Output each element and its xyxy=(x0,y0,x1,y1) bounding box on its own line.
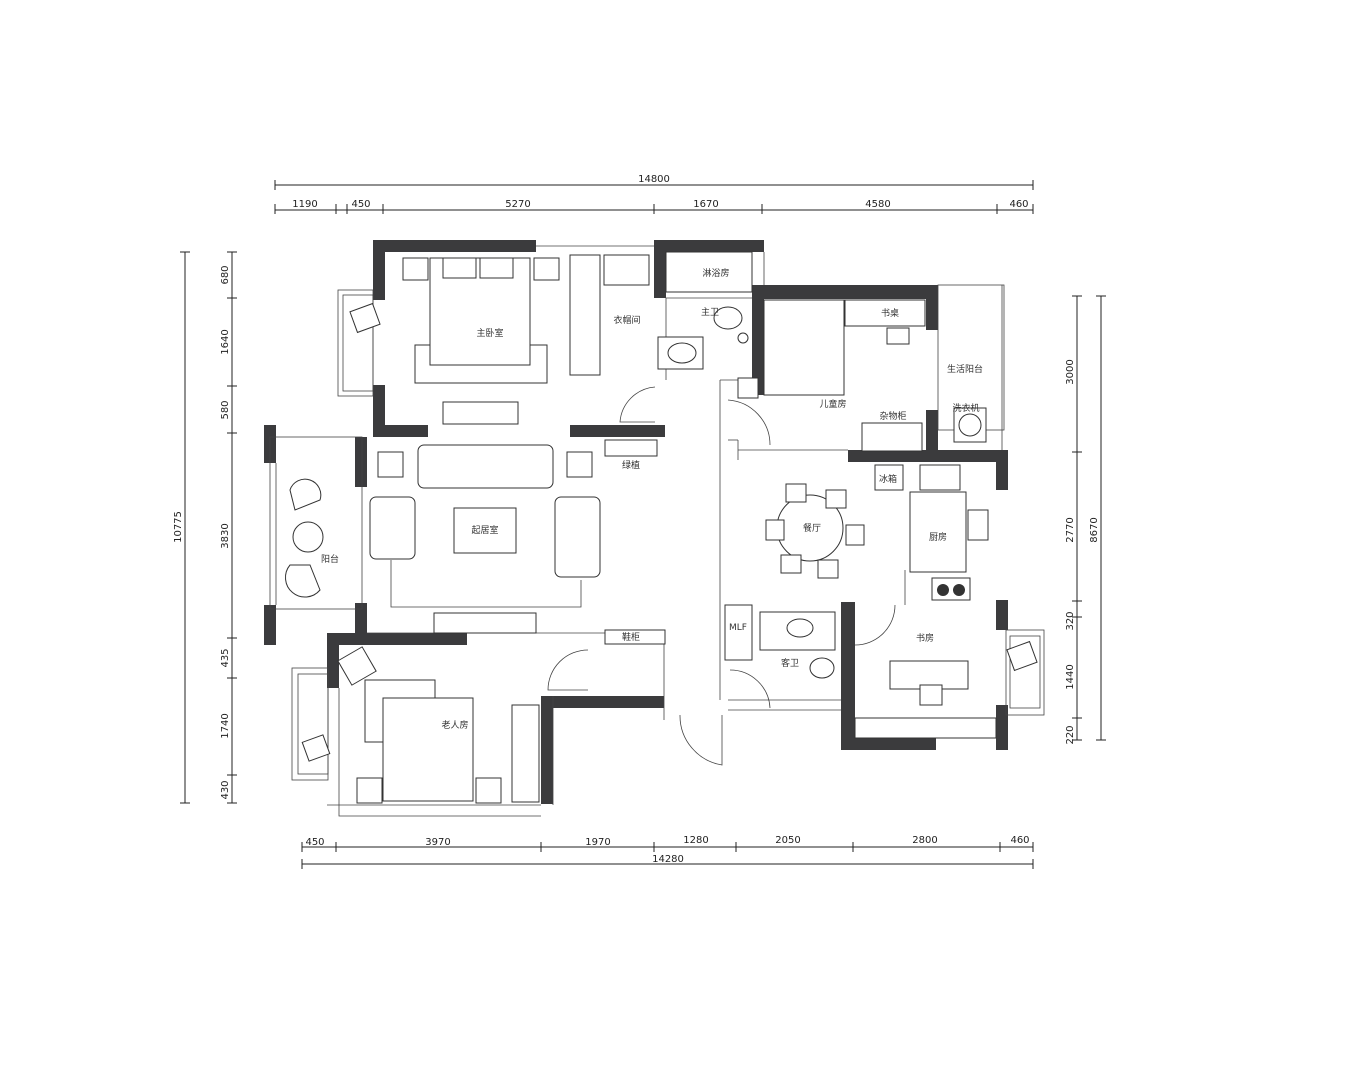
dim-right-2: 320 xyxy=(1065,611,1076,630)
dim-top-2: 5270 xyxy=(505,199,530,210)
dim-bottom-total: 14280 xyxy=(652,854,684,865)
dim-right-1: 2770 xyxy=(1065,517,1076,542)
dimension-top: 14800 1190 450 5270 1670 4580 460 xyxy=(274,174,1034,214)
dim-left-2: 580 xyxy=(220,400,231,419)
study-furniture xyxy=(889,660,969,706)
label-kids-room: 儿童房 xyxy=(819,398,846,410)
dim-right-0: 3000 xyxy=(1065,359,1076,384)
label-plant: 绿植 xyxy=(622,459,640,471)
dim-top-total: 14800 xyxy=(638,174,670,185)
label-balcony: 阳台 xyxy=(321,553,339,565)
dim-bottom-4: 2050 xyxy=(775,835,800,846)
kids-room-furniture xyxy=(763,299,987,443)
label-storage: 杂物柜 xyxy=(879,410,906,422)
label-walk-in-closet: 衣帽间 xyxy=(613,314,640,326)
label-kitchen: 厨房 xyxy=(929,531,947,543)
dim-top-4: 4580 xyxy=(865,199,890,210)
dim-right-3: 1440 xyxy=(1065,664,1076,689)
walls xyxy=(264,240,1008,804)
label-shower: 淋浴房 xyxy=(702,267,729,279)
kitchen-fixtures xyxy=(874,464,989,605)
dimension-left: 10775 680 1640 580 3830 435 1740 430 xyxy=(173,251,237,804)
elder-room-furniture xyxy=(301,302,1038,804)
wardrobes xyxy=(511,254,997,803)
dim-left-3: 3830 xyxy=(220,523,231,548)
dim-bottom-3: 1280 xyxy=(683,835,708,846)
dim-right-total: 8670 xyxy=(1089,517,1100,542)
doors xyxy=(547,386,896,766)
label-study: 书房 xyxy=(916,632,934,644)
living-furniture xyxy=(284,439,666,645)
room-labels: 主卧室 衣帽间 淋浴房 主卫 儿童房 书桌 生活阳台 洗衣机 杂物柜 冰箱 厨房… xyxy=(321,267,983,731)
dim-bottom-2: 1970 xyxy=(585,837,610,848)
dim-right-4: 220 xyxy=(1065,725,1076,744)
label-elder-room: 老人房 xyxy=(441,719,468,731)
dim-top-0: 1190 xyxy=(292,199,317,210)
label-utility-balcony: 生活阳台 xyxy=(947,363,983,375)
dim-left-5: 1740 xyxy=(220,713,231,738)
dim-bottom-6: 460 xyxy=(1010,835,1029,846)
dim-top-3: 1670 xyxy=(693,199,718,210)
dining-set xyxy=(765,483,865,579)
label-fridge: 冰箱 xyxy=(879,473,897,485)
dim-left-4: 435 xyxy=(220,648,231,667)
label-living: 起居室 xyxy=(471,524,498,536)
label-cabinet: MLF xyxy=(729,623,747,633)
dim-left-0: 680 xyxy=(220,265,231,284)
dim-bottom-5: 2800 xyxy=(912,835,937,846)
dim-bottom-0: 450 xyxy=(305,837,324,848)
dim-left-total: 10775 xyxy=(173,511,184,543)
label-guest-bath: 客卫 xyxy=(781,657,799,669)
label-shoe-cabinet: 鞋柜 xyxy=(622,631,640,643)
dim-left-6: 430 xyxy=(220,780,231,799)
dimension-right: 3000 2770 320 1440 220 8670 xyxy=(1065,295,1106,745)
bathroom-fixtures xyxy=(657,251,836,679)
dim-bottom-1: 3970 xyxy=(425,837,450,848)
label-desk: 书桌 xyxy=(881,307,899,319)
label-master-bedroom: 主卧室 xyxy=(476,327,503,339)
master-bed xyxy=(402,257,560,425)
label-washer: 洗衣机 xyxy=(952,402,979,414)
label-bathroom: 主卫 xyxy=(701,306,719,318)
dim-top-1: 450 xyxy=(351,199,370,210)
dim-top-5: 460 xyxy=(1009,199,1028,210)
label-dining: 餐厅 xyxy=(803,522,821,534)
dim-left-1: 1640 xyxy=(220,329,231,354)
dimension-bottom: 450 3970 1970 1280 2050 2800 460 14280 xyxy=(301,835,1034,869)
